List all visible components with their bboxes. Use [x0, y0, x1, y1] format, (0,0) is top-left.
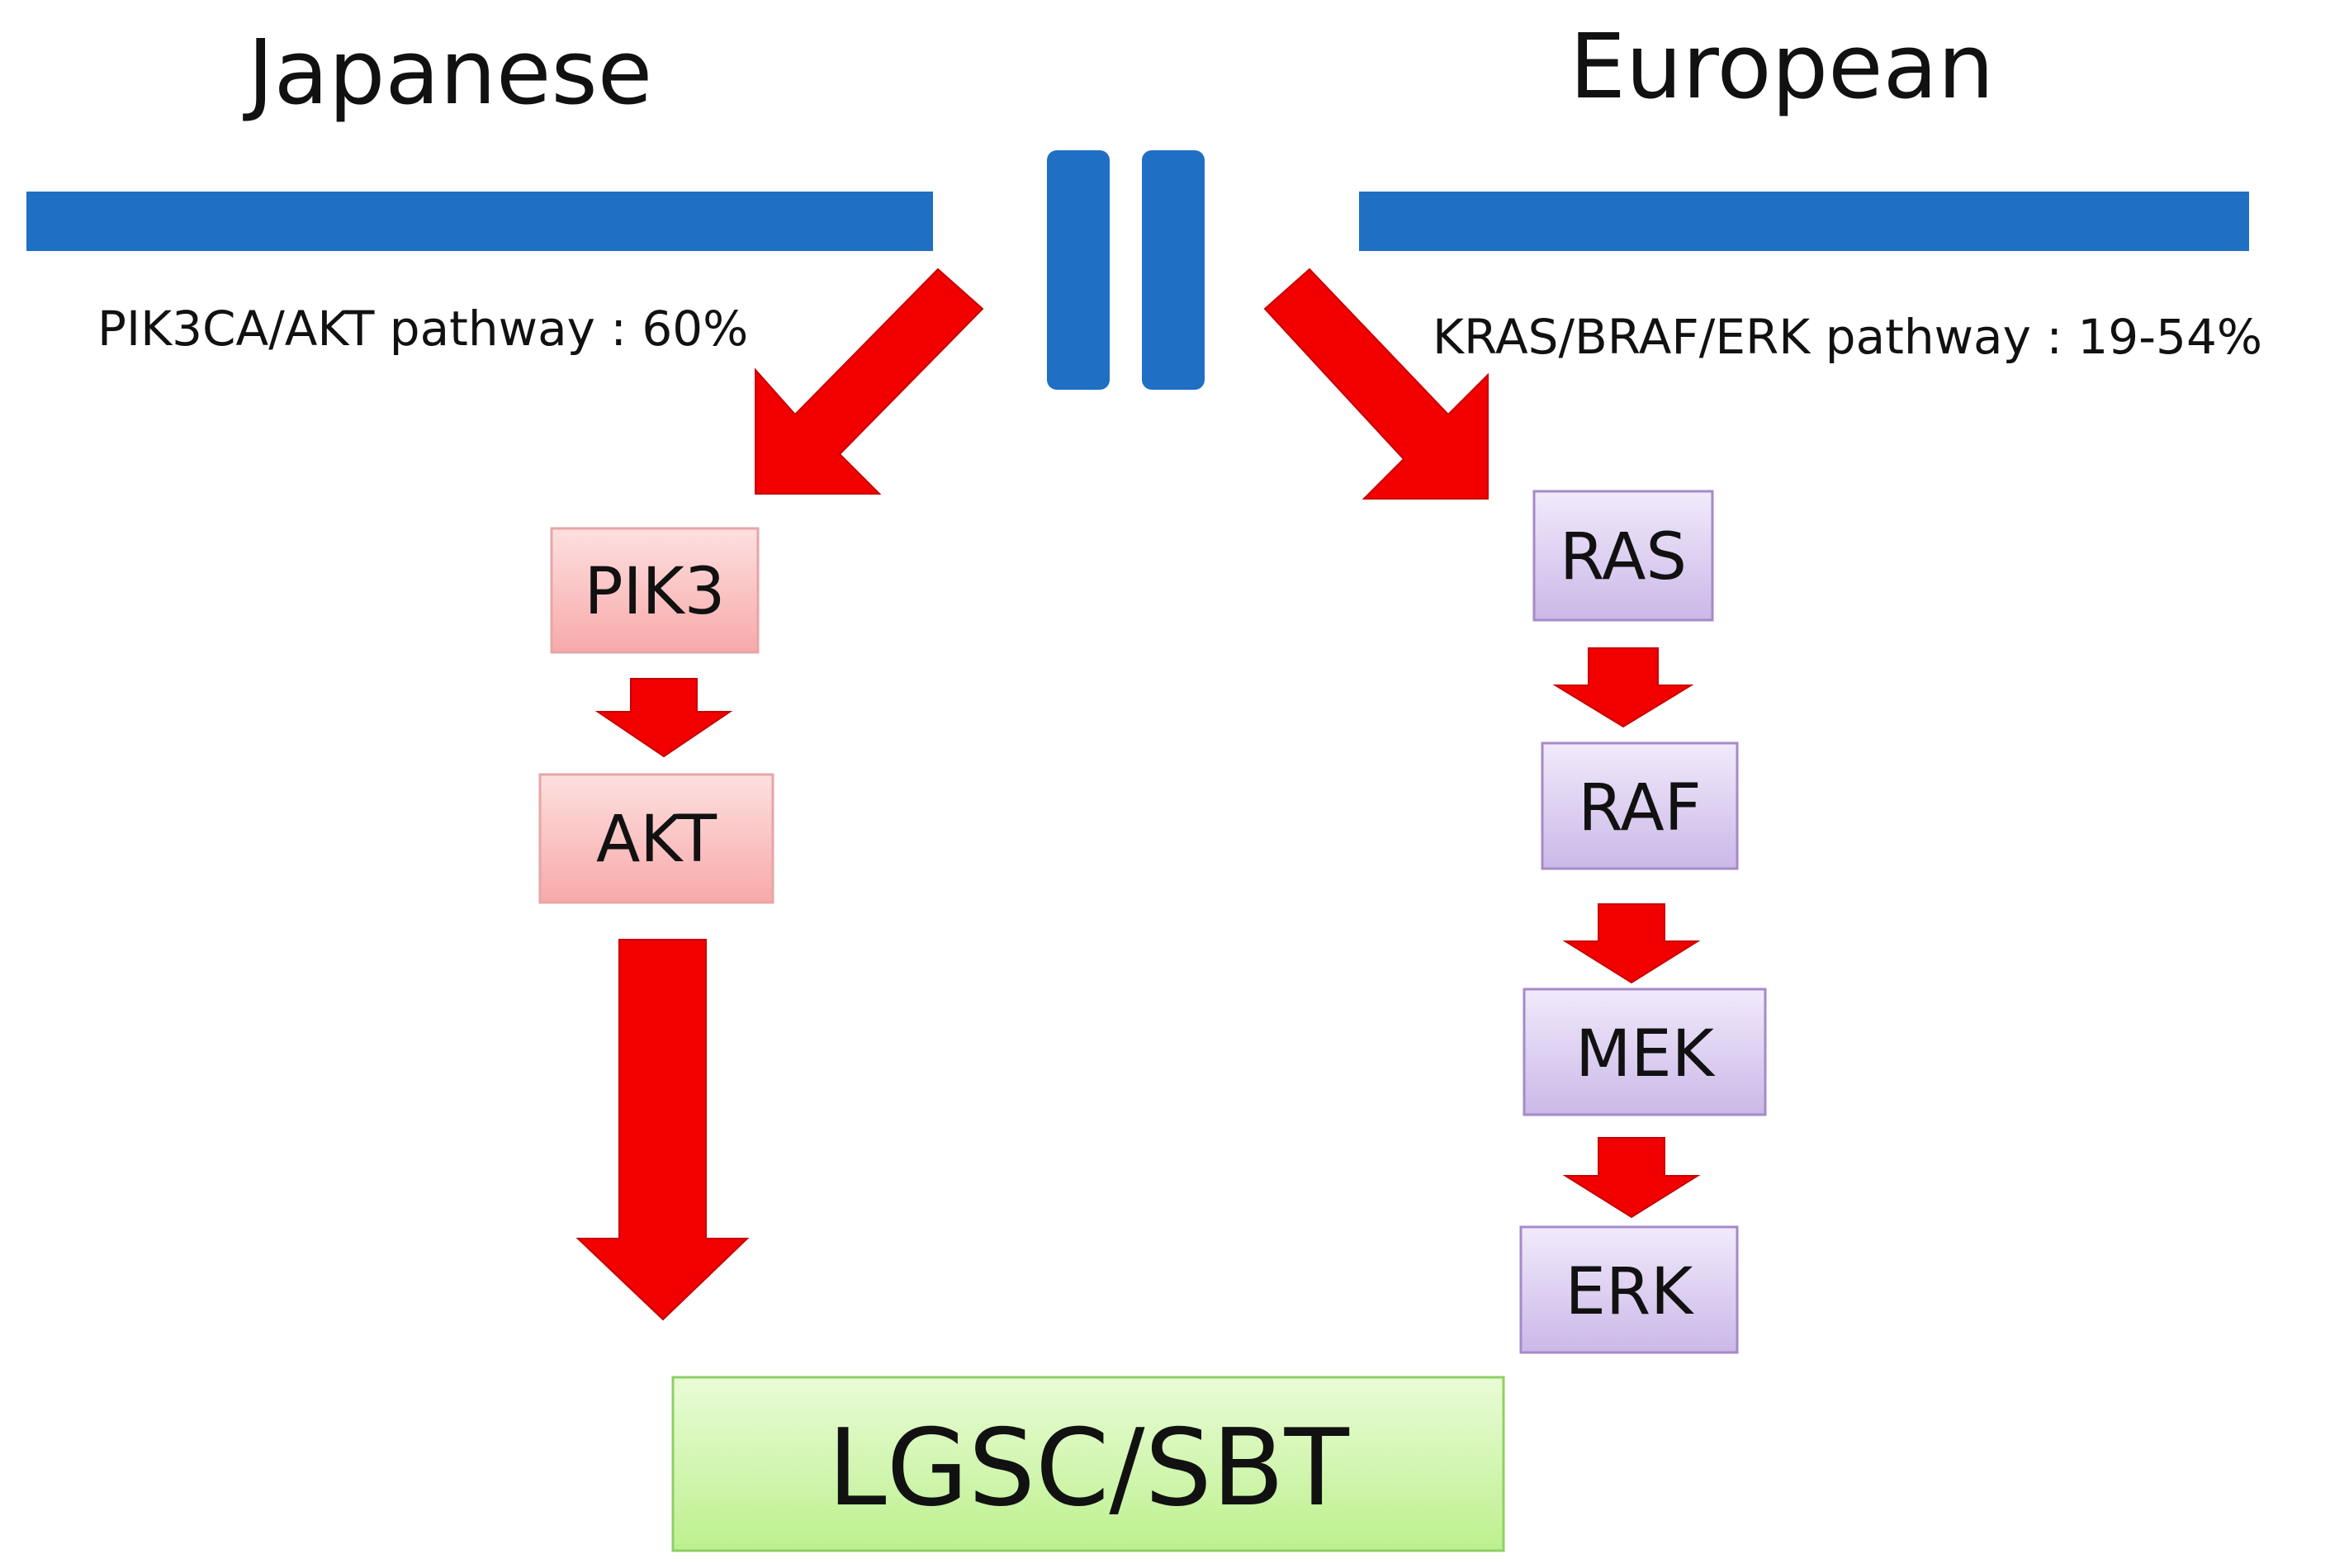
- european-title: European: [1570, 16, 1994, 119]
- receptor-icon: [1047, 150, 1205, 390]
- node-pik3: PIK3: [550, 527, 760, 654]
- node-mek: MEK: [1523, 988, 1767, 1116]
- node-akt: AKT: [538, 773, 774, 904]
- diagonal-arrow-right: [1263, 268, 1489, 500]
- result-lgsc-sbt: LGSC/SBT: [671, 1376, 1505, 1552]
- japanese-title: Japanese: [243, 21, 652, 125]
- node-raf: RAF: [1541, 741, 1739, 870]
- arrow-mek-to-erk: [1562, 1137, 1701, 1219]
- diagonal-arrow-left: [755, 268, 984, 495]
- membrane-bar-right: [1359, 192, 2249, 251]
- arrow-pik3-to-akt: [594, 678, 733, 758]
- node-ras-label: RAS: [1560, 520, 1687, 595]
- arrow-akt-to-lgsc: [575, 939, 750, 1321]
- node-erk-label: ERK: [1565, 1255, 1694, 1329]
- node-erk: ERK: [1519, 1225, 1739, 1354]
- node-akt-label: AKT: [596, 803, 717, 877]
- arrow-ras-to-raf: [1552, 647, 1694, 728]
- arrow-raf-to-mek: [1562, 903, 1701, 984]
- kras-braf-erk-pathway-note: KRAS/BRAF/ERK pathway : 19-54%: [1433, 309, 2262, 365]
- node-raf-label: RAF: [1578, 771, 1701, 846]
- pik3ca-akt-pathway-note: PIK3CA/AKT pathway : 60%: [97, 301, 748, 357]
- node-ras: RAS: [1532, 490, 1714, 622]
- node-pik3-label: PIK3: [585, 555, 726, 629]
- membrane-bar-left: [26, 192, 933, 251]
- result-lgsc-sbt-label: LGSC/SBT: [827, 1407, 1349, 1530]
- node-mek-label: MEK: [1575, 1017, 1716, 1092]
